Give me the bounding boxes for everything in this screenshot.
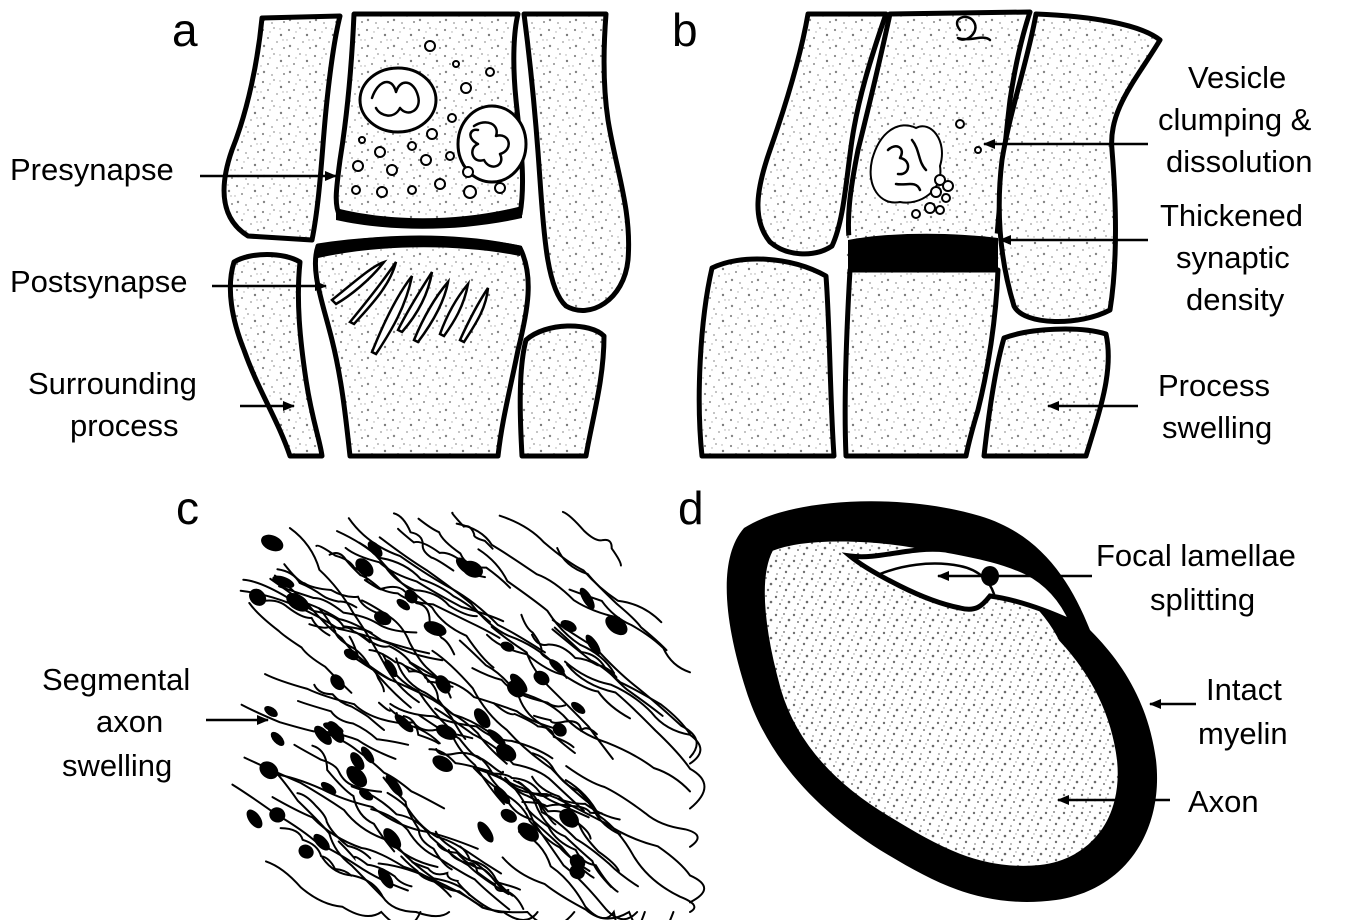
label-surrounding-1: Surrounding (28, 366, 197, 401)
axon-swelling (429, 752, 455, 775)
label-density-1: Thickened (1160, 198, 1303, 233)
panel-b: b Vesicle clumping & dissolution Thicken… (672, 4, 1312, 456)
process-b-right-lower (984, 329, 1108, 456)
axon-swelling (569, 700, 587, 717)
axon-swelling (498, 806, 519, 825)
axon-fiber (329, 734, 445, 808)
label-intact-2: myelin (1198, 716, 1288, 751)
postsynapse-spine (315, 239, 528, 456)
label-density-3: density (1186, 282, 1285, 317)
label-swelling-2: swelling (1162, 410, 1272, 445)
label-postsynapse: Postsynapse (10, 264, 188, 299)
surrounding-process-left-lower (230, 255, 322, 457)
process-b-right-upper (999, 14, 1160, 322)
label-swelling-1: Process (1158, 368, 1270, 403)
axon-fiber (452, 513, 492, 549)
axon-fiber (500, 516, 662, 623)
surrounding-process-left-upper (224, 16, 340, 240)
label-axon: Axon (1188, 784, 1259, 819)
mitochondrion-left (360, 68, 436, 132)
label-intact-1: Intact (1206, 672, 1282, 707)
process-b-left-lower (699, 259, 834, 456)
axon-swelling (327, 672, 347, 693)
axon-fiber (349, 518, 545, 652)
axon-swelling (267, 805, 288, 825)
axon-fiber (380, 537, 557, 665)
axon-fiber (243, 580, 429, 654)
axon-swelling (268, 729, 286, 748)
label-segmental-1: Segmental (42, 662, 190, 697)
axon-swelling (493, 740, 520, 765)
axon-fiber (396, 658, 507, 763)
label-segmental-2: axon (96, 704, 163, 739)
axon-fiber (566, 766, 697, 847)
axon-swelling (246, 585, 270, 609)
axon-swelling (243, 807, 265, 831)
postsynapse-b (845, 270, 998, 456)
panel-c: c Segmental axon swelling (42, 482, 704, 920)
panel-c-letter: c (176, 482, 199, 534)
axon-swelling (531, 668, 553, 689)
panel-d: d Focal lamellae splitting Intact myelin… (678, 482, 1296, 902)
axon-swelling (474, 819, 496, 845)
axon-fiber (565, 662, 700, 764)
label-density-2: synaptic (1176, 240, 1290, 275)
label-surrounding-2: process (70, 408, 179, 443)
axon-swelling (258, 531, 285, 554)
panel-d-letter: d (678, 482, 704, 534)
axon-fiber (563, 512, 621, 566)
axon-swelling (256, 758, 282, 783)
label-vesicle-3: dissolution (1166, 144, 1312, 179)
axon-fiber (273, 797, 451, 897)
panel-b-letter: b (672, 4, 698, 56)
label-focal-2: splitting (1150, 582, 1255, 617)
panel-a: a (10, 4, 629, 456)
label-presynapse: Presynapse (10, 152, 174, 187)
axon-fiber (412, 862, 469, 895)
label-segmental-3: swelling (62, 748, 172, 783)
label-focal-1: Focal lamellae (1096, 538, 1296, 573)
panel-a-letter: a (172, 4, 198, 56)
axon-swelling (262, 704, 279, 720)
label-vesicle-1: Vesicle (1188, 60, 1286, 95)
label-vesicle-2: clumping & (1158, 102, 1312, 137)
surrounding-process-right-upper (524, 14, 629, 310)
surrounding-process-right-lower (520, 326, 604, 456)
axon-swelling (383, 772, 406, 798)
